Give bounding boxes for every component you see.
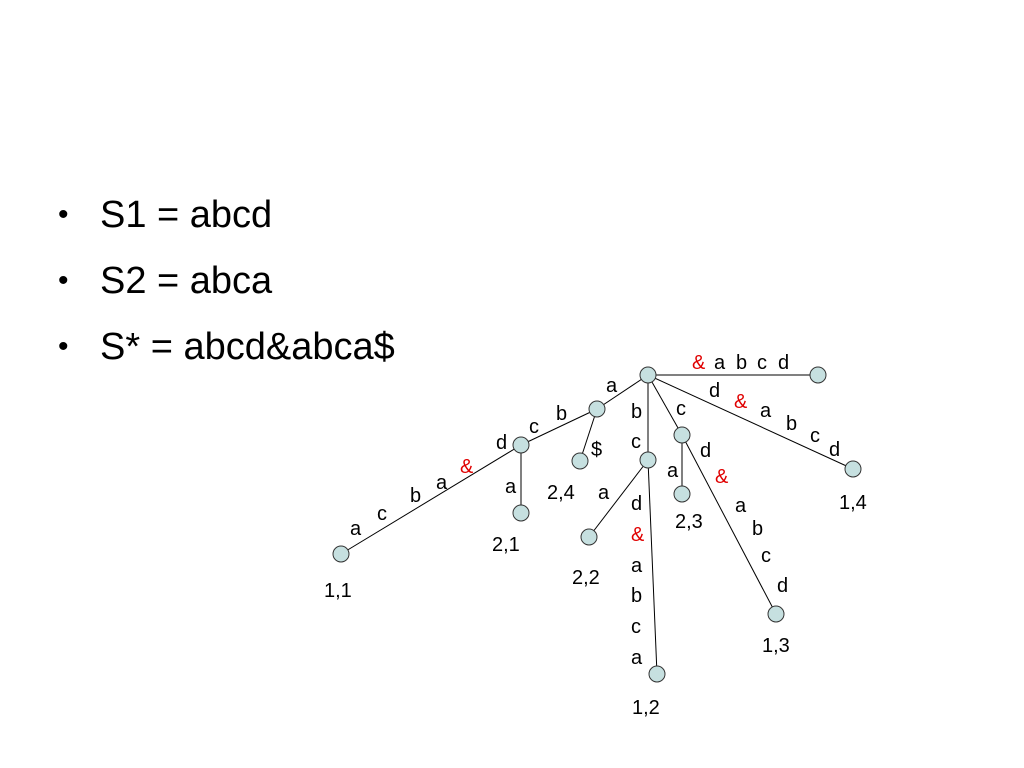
edge-label: b bbox=[736, 352, 747, 374]
leaf-node-1-1 bbox=[332, 545, 350, 563]
bullet-item: • S* = abcd&abca$ bbox=[58, 322, 395, 388]
edge-label: c bbox=[377, 503, 387, 525]
bullet-text: S* = abcd&abca$ bbox=[100, 326, 395, 368]
edge-label: b bbox=[556, 403, 567, 425]
leaf-node-2-4 bbox=[571, 452, 589, 470]
edge-root-to-leaf14 bbox=[647, 374, 854, 470]
edge-label: d bbox=[778, 352, 789, 374]
edge-label: a bbox=[606, 375, 618, 397]
edge-label: d bbox=[631, 493, 642, 515]
edge-node-c-to-leaf13 bbox=[681, 434, 777, 615]
edge-label: & bbox=[631, 524, 645, 546]
leaf-node-2-2 bbox=[580, 528, 598, 546]
edge-node-bc-to-leaf12 bbox=[647, 459, 658, 675]
edge-label: $ bbox=[591, 439, 602, 461]
leaf-node-2-1 bbox=[512, 504, 530, 522]
edge-label: & bbox=[692, 352, 706, 374]
edge-label: b bbox=[631, 585, 642, 607]
bullet-dot-icon: • bbox=[58, 330, 69, 363]
leaf-labels: 1,1 2,1 2,4 2,2 1,2 2,3 1,3 1,4 bbox=[324, 482, 867, 719]
edge-label: c bbox=[757, 352, 767, 374]
edge-label: b bbox=[786, 413, 797, 435]
tree-nodes bbox=[332, 366, 862, 683]
edge-label: d bbox=[700, 440, 711, 462]
leaf-label: 1,1 bbox=[324, 580, 352, 602]
edge-node-ab-to-leaf11 bbox=[340, 444, 522, 555]
internal-node-c bbox=[673, 426, 691, 444]
edge-label: & bbox=[715, 466, 729, 488]
edge-label: a bbox=[436, 472, 448, 494]
tree-edges bbox=[340, 374, 854, 675]
leaf-node-1-3 bbox=[767, 605, 785, 623]
internal-node-bc bbox=[639, 451, 657, 469]
edge-label: c bbox=[631, 616, 641, 638]
edge-label: c bbox=[631, 431, 641, 453]
edge-label: a bbox=[631, 555, 643, 577]
edge-node-a-to-leaf24 bbox=[579, 408, 598, 462]
leaf-label: 2,2 bbox=[572, 567, 600, 589]
leaf-label: 2,3 bbox=[675, 511, 703, 533]
edge-label: b bbox=[410, 485, 421, 507]
bullet-item: • S1 = abcd bbox=[58, 190, 395, 256]
leaf-node-1-4-top bbox=[809, 366, 827, 384]
edge-label: d bbox=[829, 439, 840, 461]
leaf-label: 1,4 bbox=[839, 492, 867, 514]
edge-label: b bbox=[752, 518, 763, 540]
leaf-label: 2,1 bbox=[492, 534, 520, 556]
edge-labels: & a b c d d & a b c d a b c d & a b c a … bbox=[350, 352, 840, 669]
edge-root-to-node-a bbox=[596, 374, 649, 410]
edge-label: a bbox=[631, 647, 643, 669]
leaf-node-1-2 bbox=[648, 665, 666, 683]
bullet-dot-icon: • bbox=[58, 198, 69, 231]
edge-label: d bbox=[777, 575, 788, 597]
edge-label: a bbox=[598, 482, 610, 504]
edge-node-bc-to-leaf22 bbox=[588, 459, 649, 538]
bullet-dot-icon: • bbox=[58, 264, 69, 297]
edge-label: b bbox=[631, 401, 642, 423]
edge-label: c bbox=[676, 398, 686, 420]
edge-label: a bbox=[735, 495, 747, 517]
edge-label: c bbox=[761, 545, 771, 567]
leaf-node-2-3 bbox=[673, 485, 691, 503]
bullet-list: • S1 = abcd • S2 = abca • S* = abcd&abca$ bbox=[58, 190, 395, 388]
edge-label: c bbox=[810, 425, 820, 447]
edge-label: & bbox=[460, 456, 474, 478]
internal-node-abc bbox=[512, 436, 530, 454]
edge-label: a bbox=[350, 518, 362, 540]
leaf-label: 1,2 bbox=[632, 697, 660, 719]
leaf-label: 1,3 bbox=[762, 635, 790, 657]
edge-label: c bbox=[529, 416, 539, 438]
edge-label: a bbox=[505, 476, 517, 498]
edge-label: d bbox=[496, 432, 507, 454]
edge-node-a-to-node-ab bbox=[520, 408, 598, 446]
leaf-label: 2,4 bbox=[547, 482, 575, 504]
bullet-text: S2 = abca bbox=[100, 260, 273, 302]
leaf-node-1-4 bbox=[844, 460, 862, 478]
root-node bbox=[639, 366, 657, 384]
edge-label: a bbox=[760, 400, 772, 422]
edge-label: & bbox=[734, 391, 748, 413]
edge-label: a bbox=[667, 460, 679, 482]
edge-label: d bbox=[709, 380, 720, 402]
edge-label: a bbox=[714, 352, 726, 374]
bullet-item: • S2 = abca bbox=[58, 256, 395, 322]
internal-node-a bbox=[588, 400, 606, 418]
bullet-text: S1 = abcd bbox=[100, 194, 273, 236]
edge-root-to-node-c bbox=[647, 374, 683, 436]
